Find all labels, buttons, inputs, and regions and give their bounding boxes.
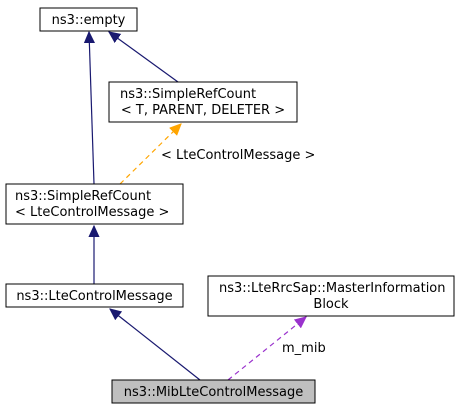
node-simple-ref-count-lte[interactable]: ns3::SimpleRefCount < LteControlMessage … [5,183,184,225]
edge-label-template-instantiation: < LteControlMessage > [161,148,315,163]
edge-inherit-simple-ref-lte-to-empty [89,32,94,185]
node-mib-lte-control-message-label: ns3::MibLteControlMessage [124,385,303,400]
node-empty-label: ns3::empty [52,13,126,28]
node-mib-lte-control-message[interactable]: ns3::MibLteControlMessage [111,379,316,404]
node-simple-ref-count-template-line1: ns3::SimpleRefCount [120,87,256,102]
node-lte-control-message[interactable]: ns3::LteControlMessage [5,283,184,308]
node-master-information-block-line2: Block [313,297,349,312]
edge-label-member-m-mib: m_mib [282,341,326,356]
edges [89,32,306,381]
node-simple-ref-count-lte-line2: < LteControlMessage > [15,205,169,220]
node-master-information-block-line1: ns3::LteRrcSap::MasterInformation [219,281,446,296]
node-simple-ref-count-lte-line1: ns3::SimpleRefCount [15,189,151,204]
edge-inherit-simple-ref-template-to-empty [109,32,179,83]
edge-inherit-mib-to-lte-control [110,309,201,381]
node-simple-ref-count-template[interactable]: ns3::SimpleRefCount < T, PARENT, DELETER… [108,81,298,123]
node-empty[interactable]: ns3::empty [39,7,138,32]
edge-usage-m-mib [227,317,306,381]
node-lte-control-message-label: ns3::LteControlMessage [16,289,172,304]
node-master-information-block[interactable]: ns3::LteRrcSap::MasterInformation Block [207,275,455,317]
node-simple-ref-count-template-line2: < T, PARENT, DELETER > [121,103,285,118]
